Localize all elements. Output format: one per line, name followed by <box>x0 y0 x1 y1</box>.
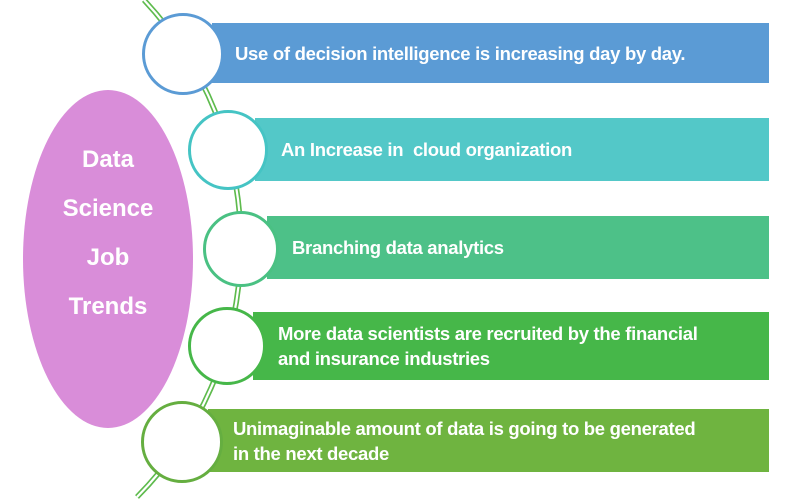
connector-node-circle-3 <box>203 211 279 287</box>
trend-bar-decision-intelligence: Use of decision intelligence is increasi… <box>212 23 769 83</box>
connector-node-circle-1 <box>142 13 224 95</box>
title-line: Job <box>86 244 130 271</box>
title-line: Science <box>62 195 154 222</box>
trend-bar-branching-analytics: Branching data analytics <box>267 216 769 279</box>
trend-text-line: Use of decision intelligence is increasi… <box>235 42 686 64</box>
trend-text-line: More data scientists are recruited by th… <box>278 323 698 344</box>
trend-bar-financial-insurance: More data scientists are recruited by th… <box>253 312 769 380</box>
title-line: Data <box>81 146 135 173</box>
connector-node-circle-2 <box>188 110 268 190</box>
trend-bar-cloud-organization: An Increase in cloud organization <box>255 118 769 181</box>
trend-text-line: An Increase in cloud organization <box>281 139 572 160</box>
trend-text-line: Branching data analytics <box>292 237 504 258</box>
center-ellipse-title: Data Science Job Trends <box>23 90 193 428</box>
trend-text-line: in the next decade <box>233 442 390 464</box>
title-line: Trends <box>68 293 148 320</box>
connector-node-circle-5 <box>141 401 223 483</box>
trend-text-line: and insurance industries <box>278 348 490 369</box>
connector-node-circle-4 <box>188 307 266 385</box>
trend-bar-data-generated: Unimaginable amount of data is going to … <box>208 409 769 472</box>
trend-text-line: Unimaginable amount of data is going to … <box>233 417 696 439</box>
